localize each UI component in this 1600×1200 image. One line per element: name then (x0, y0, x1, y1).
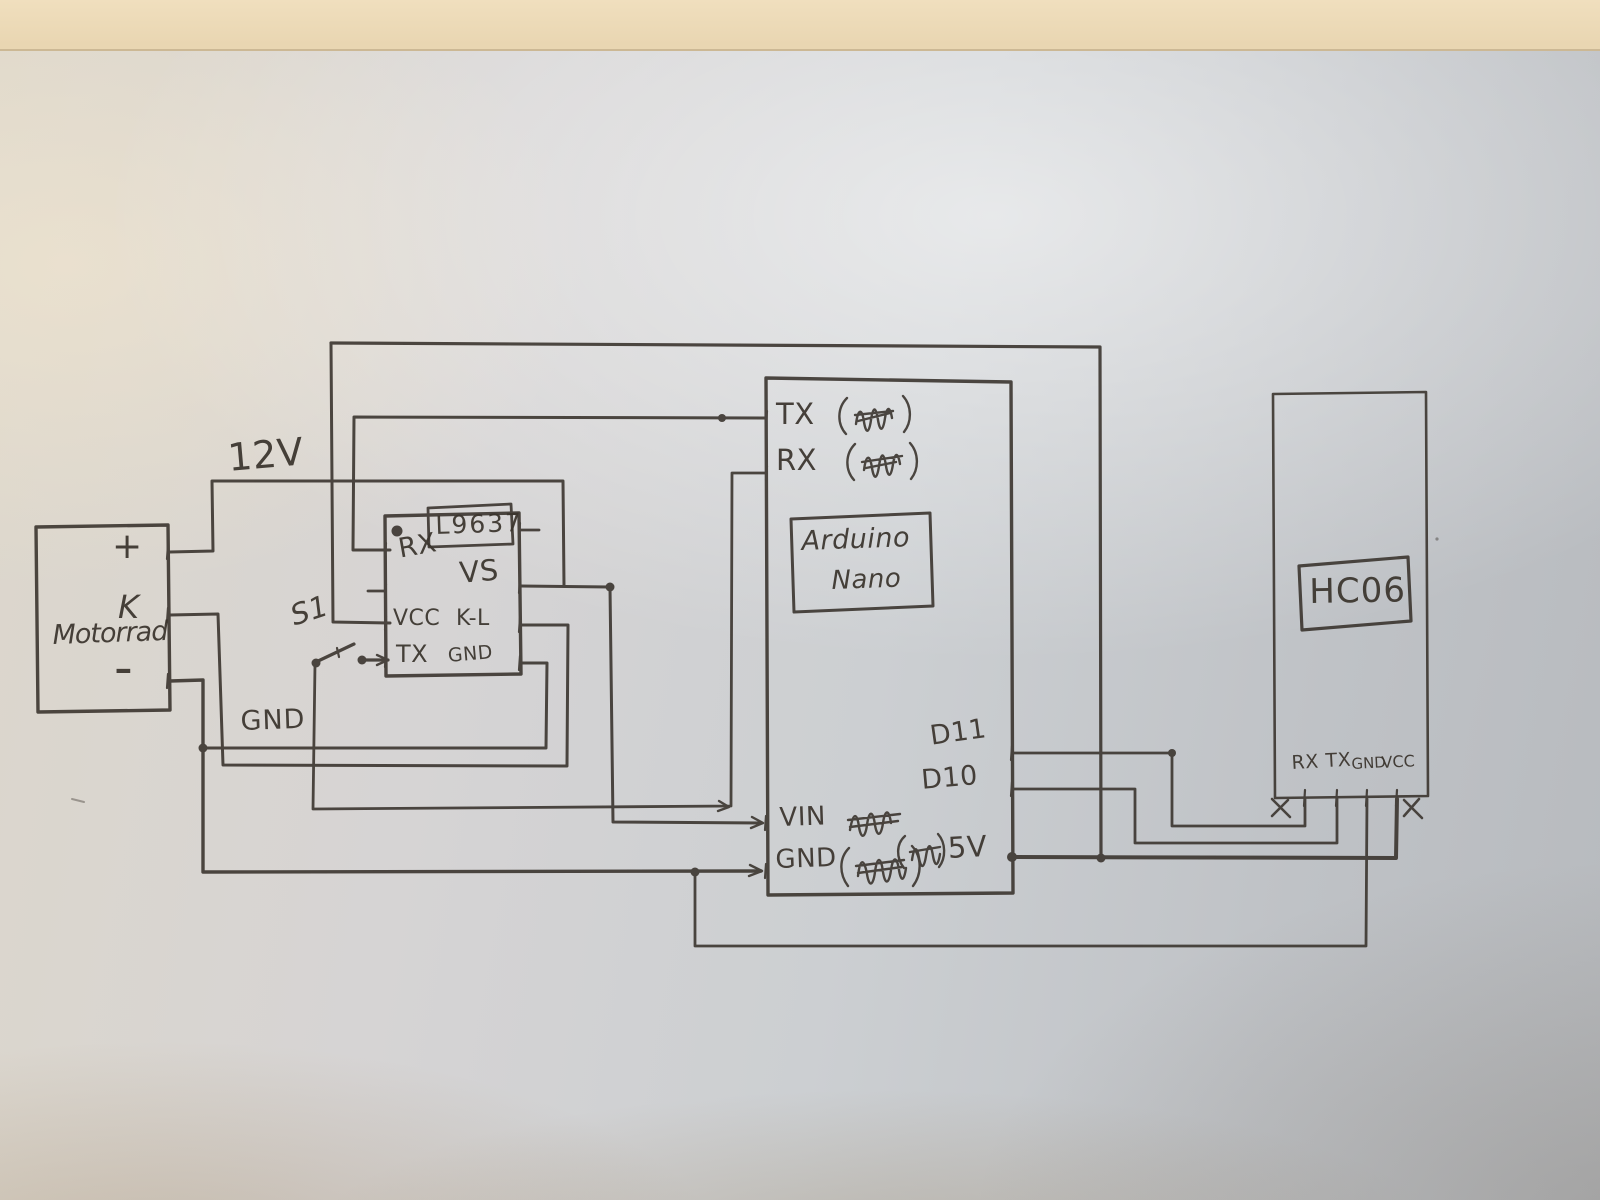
arrow-gnd (747, 863, 764, 878)
tick-arduino-vin (763, 814, 768, 832)
tick-arduino-d10 (1009, 780, 1014, 798)
junction-gnd-rail (198, 743, 208, 753)
scribble-vin-note (846, 811, 902, 837)
tick-hc06-rx (1302, 788, 1307, 808)
tick-motorrad-plus (165, 543, 170, 561)
arduino-label-box (789, 511, 935, 614)
hc06-box (1271, 390, 1430, 800)
arrow-vin (749, 815, 765, 830)
tick-l9637-tx (383, 651, 388, 669)
hc06-unused-pins (1270, 797, 1424, 820)
scribble-tx-note (838, 394, 912, 436)
tick-l9637-vs (517, 577, 522, 595)
switch-hinge-mark (335, 646, 341, 659)
tick-hc06-gnd (1364, 788, 1369, 808)
tick-arduino-gnd (763, 862, 768, 880)
junction-gnd-bottom (690, 867, 700, 877)
wire-12v-battery-to-vs (168, 479, 566, 588)
wire-vcc-branch (329, 341, 392, 625)
stray-pen-mark (71, 798, 85, 803)
wire-gnd-l9637 (201, 661, 549, 750)
table-edge (0, 0, 1600, 51)
wire-d11-to-hc06-rx (1011, 751, 1307, 828)
tick-arduino-rx (764, 464, 769, 482)
scribble-5v-note (896, 832, 946, 870)
wire-gnd-main (168, 678, 763, 874)
l9637-box (383, 511, 523, 678)
pin-ticks (165, 409, 1399, 880)
tick-hc06-vcc (1394, 788, 1399, 808)
tick-motorrad-minus (165, 672, 170, 690)
x-mark-right-pin (1402, 797, 1424, 820)
wire-l9637-tx-to-arduino-rx (311, 471, 767, 811)
wire-d10-to-hc06-tx (1011, 787, 1339, 845)
wire-vs-to-vin (518, 584, 764, 825)
tick-l9637-kl (517, 616, 522, 634)
junction-5v-pin (1007, 852, 1017, 862)
ink-dot-tx-rail (718, 414, 726, 422)
switch-contact-dot (357, 655, 367, 665)
wire-vcc-5v-rail (329, 341, 1103, 859)
wire-k-line (168, 612, 570, 768)
wire-arduino-tx-to-l9637-rx (351, 415, 768, 552)
switch-pivot-dot (311, 658, 321, 668)
scribble-rx-note (846, 441, 919, 482)
junction-5v-rail (1096, 853, 1106, 863)
motorcycle-box (34, 523, 172, 714)
tick-hc06-tx (1334, 788, 1339, 808)
wire-5v-to-hc06-vcc (1011, 797, 1399, 860)
scribbles (838, 394, 946, 888)
tick-l9637-rx (383, 541, 388, 559)
junction-d11-corner (1168, 749, 1176, 757)
x-mark-left-pin (1270, 797, 1292, 819)
tick-l9637-nc2 (517, 521, 522, 539)
arduino-box (764, 376, 1015, 897)
arrow-rx-rail (716, 799, 731, 813)
arrowheads (375, 653, 765, 878)
junction-dots (198, 414, 1176, 877)
tick-arduino-tx (764, 409, 769, 427)
stray-speck (1435, 537, 1439, 541)
l9637-label-box (426, 502, 515, 549)
tick-l9637-nc (383, 582, 388, 600)
wire-gnd-to-hc06 (693, 797, 1369, 948)
scribble-gnd-note (840, 844, 921, 888)
tick-motorrad-k (165, 606, 170, 624)
hc06-label-box (1297, 555, 1413, 632)
arrow-l9637-tx (375, 653, 390, 667)
l9637-pin1-dot (391, 525, 403, 537)
tick-arduino-d11 (1009, 744, 1014, 762)
tick-l9637-vcc (383, 614, 388, 632)
tick-l9637-gnd (517, 654, 522, 672)
junction-vs-corner (605, 582, 615, 592)
switch-lever (314, 642, 356, 664)
